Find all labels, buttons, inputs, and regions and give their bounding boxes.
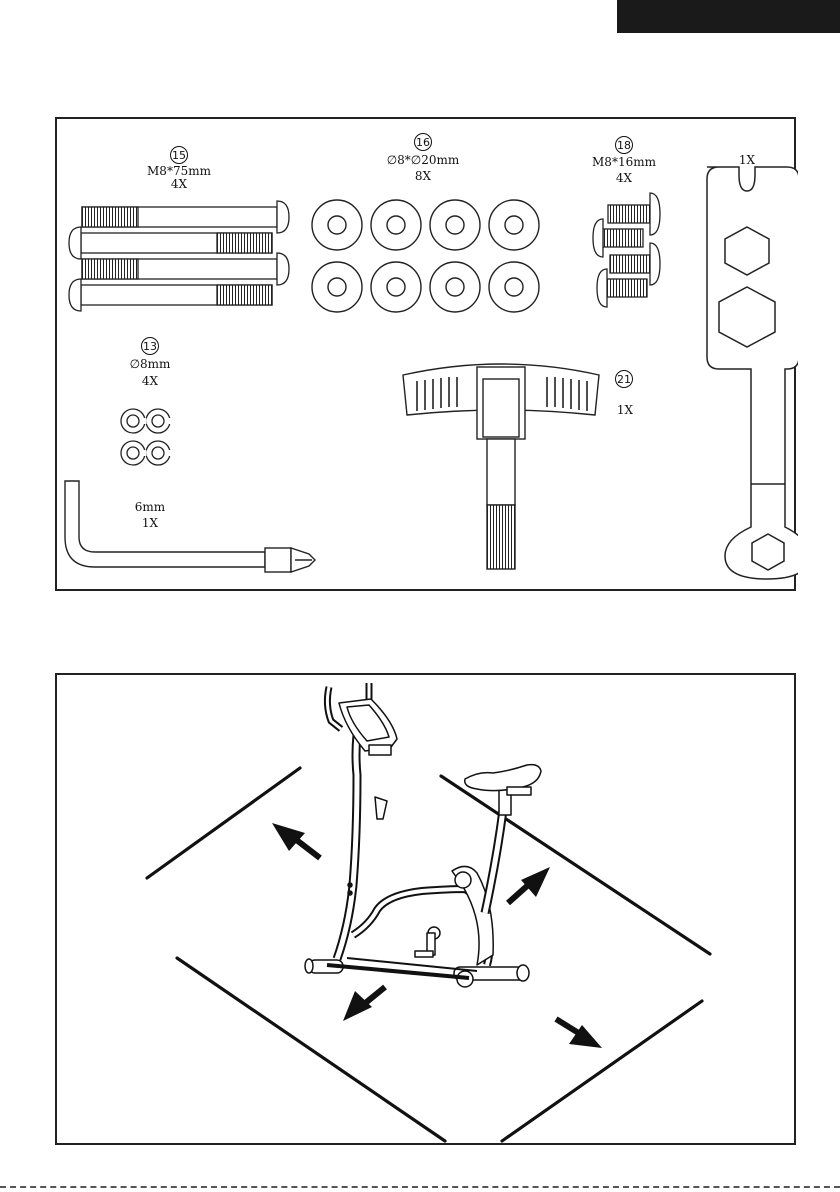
placement-panel — [55, 673, 796, 1145]
part-15-qty: 4X — [129, 178, 229, 191]
bolt-m8x75-icon — [69, 201, 289, 311]
part-18-size: M8*16mm — [574, 156, 674, 169]
page-footer-rule — [0, 1186, 840, 1188]
allen-key-icon — [65, 481, 315, 572]
part-number-badge-21: 21 — [615, 370, 633, 388]
part-number-badge-18: 18 — [615, 136, 633, 154]
spanner-wrench-icon — [707, 167, 798, 579]
placement-illustration — [57, 675, 798, 1147]
adjustment-knob-icon — [403, 364, 599, 569]
part-13-qty: 4X — [120, 375, 180, 388]
bolt-m8x16-icon — [593, 193, 660, 307]
allen-key-size: 6mm — [125, 501, 175, 514]
hardware-panel: 15 M8*75mm 4X 16 ∅8*∅20mm 8X 18 M8*16mm … — [55, 117, 796, 591]
lock-washer-icon — [121, 409, 170, 465]
allen-key-qty: 1X — [125, 517, 175, 530]
part-13-size: ∅8mm — [120, 358, 180, 371]
part-number-badge-16: 16 — [414, 133, 432, 151]
part-number-badge-13: 13 — [141, 337, 159, 355]
washer-icon — [312, 200, 539, 312]
part-16-size: ∅8*∅20mm — [363, 154, 483, 167]
part-16-qty: 8X — [363, 170, 483, 183]
part-21-qty: 1X — [605, 404, 645, 417]
exercise-bike-icon — [305, 683, 541, 987]
wrench-qty: 1X — [727, 154, 767, 167]
part-18-qty: 4X — [574, 172, 674, 185]
part-number-badge-15: 15 — [170, 146, 188, 164]
section-header-tab — [617, 0, 840, 33]
